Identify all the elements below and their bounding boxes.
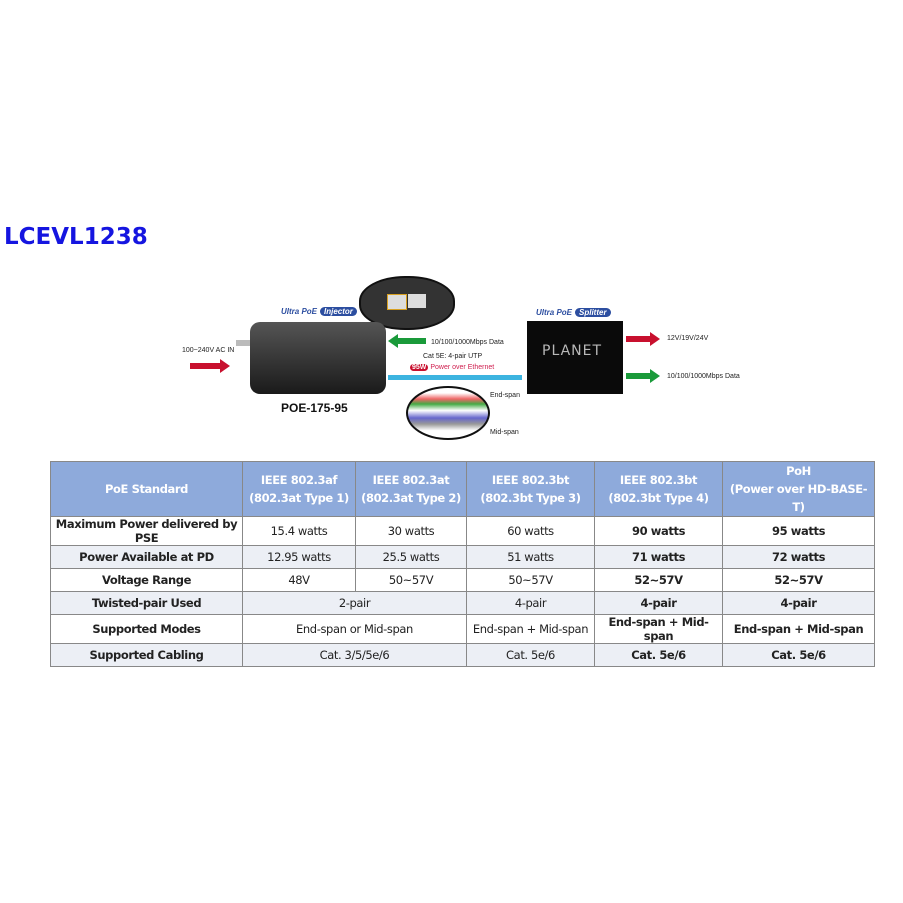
splitter-tag-text: Ultra PoE (536, 308, 573, 317)
row-label: Supported Cabling (50, 643, 243, 667)
table-cell: End-span + Mid-span (722, 614, 875, 644)
watt-badge: 95W (410, 364, 429, 371)
row-label: Maximum Power delivered by PSE (50, 516, 243, 546)
mid-span-label: Mid-span (490, 429, 519, 436)
table-cell: End-span or Mid-span (242, 614, 467, 644)
rj45-port-icon (408, 294, 426, 308)
end-span-label: End-span (490, 392, 520, 399)
table-cell: 52~57V (722, 568, 875, 592)
table-cell: 50~57V (466, 568, 595, 592)
header-label: IEEE 802.3af (260, 473, 338, 487)
table-cell: 30 watts (355, 516, 467, 546)
row-label: Twisted-pair Used (50, 591, 243, 615)
header-cell: PoH (Power over HD-BASE-T) (722, 461, 875, 517)
header-sublabel: (802.3at Type 1) (249, 491, 349, 505)
table-row: Maximum Power delivered by PSE 15.4 watt… (50, 516, 875, 546)
power-cord-icon (236, 340, 252, 346)
poe-label: 95W Power over Ethernet (410, 364, 494, 371)
injector-device (250, 322, 386, 394)
table-row: Power Available at PD 12.95 watts 25.5 w… (50, 545, 875, 569)
table-row: Supported Modes End-span or Mid-span End… (50, 614, 875, 644)
splitter-device: PLANET (527, 321, 623, 394)
planet-logo: PLANET (542, 343, 603, 359)
data-in-label: 10/100/1000Mbps Data (431, 339, 504, 346)
table-cell: 48V (242, 568, 356, 592)
table-cell: 60 watts (466, 516, 595, 546)
table-row: Voltage Range 48V 50~57V 50~57V 52~57V 5… (50, 568, 875, 592)
header-sublabel: (Power over HD-BASE-T) (729, 482, 868, 514)
port-closeup-bubble (359, 276, 455, 330)
green-arrow-icon (626, 369, 660, 383)
table-cell: Cat. 5e/6 (466, 643, 595, 667)
table-row: Twisted-pair Used 2-pair 4-pair 4-pair 4… (50, 591, 875, 615)
page-title: LCEVL1238 (4, 224, 148, 250)
poe-standards-table: PoE Standard IEEE 802.3af (802.3at Type 1… (50, 461, 875, 667)
table-cell: 12.95 watts (242, 545, 356, 569)
table-row: Supported Cabling Cat. 3/5/5e/6 Cat. 5e/… (50, 643, 875, 667)
header-cell: IEEE 802.3at (802.3at Type 2) (355, 461, 467, 517)
table-header-row: PoE Standard IEEE 802.3af (802.3at Type 1… (50, 461, 875, 517)
ac-in-label: 100~240V AC IN (182, 347, 235, 354)
row-label: Power Available at PD (50, 545, 243, 569)
table-cell: 4-pair (722, 591, 875, 615)
red-arrow-icon (190, 359, 230, 373)
table-cell: Cat. 5e/6 (722, 643, 875, 667)
table-cell: 4-pair (466, 591, 595, 615)
table-cell: 90 watts (594, 516, 723, 546)
header-cell: IEEE 802.3af (802.3at Type 1) (242, 461, 356, 517)
table-cell: 51 watts (466, 545, 595, 569)
out-data-label: 10/100/1000Mbps Data (667, 373, 740, 380)
table-cell: 15.4 watts (242, 516, 356, 546)
table-cell: 72 watts (722, 545, 875, 569)
table-cell: 52~57V (594, 568, 723, 592)
green-arrow-icon (388, 334, 426, 348)
out-power-label: 12V/19V/24V (667, 335, 709, 342)
header-sublabel: (802.3at Type 2) (361, 491, 461, 505)
header-label: IEEE 802.3at (372, 473, 450, 487)
ethernet-cable (388, 375, 522, 380)
row-label: Supported Modes (50, 614, 243, 644)
red-arrow-icon (626, 332, 660, 346)
row-label: Voltage Range (50, 568, 243, 592)
rj45-port-icon (387, 294, 407, 310)
header-sublabel: (802.3bt Type 4) (608, 491, 709, 505)
header-label: PoE Standard (104, 482, 188, 496)
header-cell: PoE Standard (50, 461, 243, 517)
table-cell: End-span + Mid-span (466, 614, 595, 644)
wire-pairs-closeup (406, 386, 490, 440)
header-sublabel: (802.3bt Type 3) (480, 491, 581, 505)
header-cell: IEEE 802.3bt (802.3bt Type 3) (466, 461, 595, 517)
header-label: IEEE 802.3bt (619, 473, 698, 487)
table-cell: 25.5 watts (355, 545, 467, 569)
table-cell: 50~57V (355, 568, 467, 592)
table-cell: 2-pair (242, 591, 467, 615)
header-cell: IEEE 802.3bt (802.3bt Type 4) (594, 461, 723, 517)
model-label: POE-175-95 (281, 401, 348, 415)
injector-pill: Injector (320, 307, 357, 316)
table-cell: Cat. 3/5/5e/6 (242, 643, 467, 667)
table-cell: Cat. 5e/6 (594, 643, 723, 667)
table-cell: 4-pair (594, 591, 723, 615)
header-label: IEEE 802.3bt (491, 473, 570, 487)
table-cell: 71 watts (594, 545, 723, 569)
cable-label: Cat 5E: 4-pair UTP (423, 353, 483, 360)
injector-tag-text: Ultra PoE (281, 307, 318, 316)
table-cell: End-span + Mid-span (594, 614, 723, 644)
splitter-pill: Splitter (575, 308, 611, 317)
table-cell: 95 watts (722, 516, 875, 546)
header-label: PoH (786, 464, 811, 478)
poe-label-text: Power over Ethernet (430, 364, 495, 371)
